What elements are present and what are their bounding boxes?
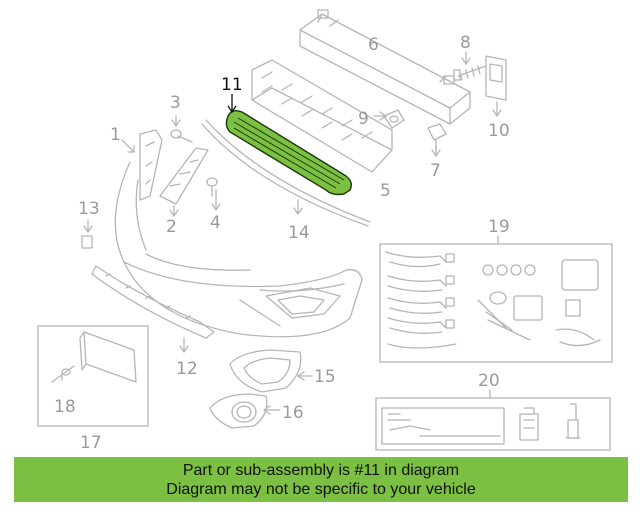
callout-18: 18 — [54, 397, 76, 417]
part-6-reinforcement-bar[interactable] — [299, 9, 471, 125]
part-19-box[interactable] — [379, 235, 613, 363]
callout-4: 4 — [210, 213, 221, 233]
part-11-upper-grille[interactable] — [225, 94, 353, 196]
part-17-box[interactable] — [37, 325, 149, 427]
part-2-bracket[interactable] — [159, 147, 209, 217]
banner-line-2: Diagram may not be specific to your vehi… — [166, 480, 476, 498]
part-10-label-plate[interactable] — [485, 55, 507, 117]
part-5-absorber[interactable] — [251, 59, 393, 173]
part-16-fog-lamp[interactable] — [209, 393, 281, 429]
part-7-bolt[interactable] — [427, 123, 447, 157]
bumper-cover[interactable] — [114, 161, 363, 338]
callout-10: 10 — [488, 121, 510, 141]
part-9-nut[interactable] — [373, 109, 405, 129]
part-4-clip[interactable] — [206, 177, 221, 211]
callout-20: 20 — [478, 371, 500, 391]
part-15-fog-bezel[interactable] — [229, 349, 313, 393]
callout-12: 12 — [176, 359, 198, 379]
callout-1: 1 — [110, 125, 121, 145]
callout-11: 11 — [221, 75, 243, 95]
callout-7: 7 — [430, 161, 441, 181]
part-1-bracket[interactable] — [121, 129, 163, 201]
part-20-box[interactable] — [375, 389, 611, 451]
callout-17: 17 — [80, 433, 102, 453]
part-13-clip[interactable] — [81, 219, 93, 249]
part-3-bolt[interactable] — [170, 115, 193, 143]
callout-13: 13 — [78, 199, 100, 219]
callout-14: 14 — [288, 223, 310, 243]
callout-15: 15 — [314, 367, 336, 387]
callout-5: 5 — [380, 181, 391, 201]
callout-6: 6 — [368, 35, 379, 55]
part-14-molding[interactable] — [201, 119, 371, 227]
part-12-lower-strip[interactable] — [91, 265, 215, 353]
part-8-bolt[interactable] — [453, 51, 487, 81]
callout-19: 19 — [488, 217, 510, 237]
callout-2: 2 — [166, 217, 177, 237]
parts-diagram: 1 2 3 4 5 6 7 8 9 10 11 12 13 14 15 16 1… — [37, 9, 613, 453]
info-banner: Part or sub-assembly is #11 in diagram D… — [14, 457, 628, 502]
callout-3: 3 — [170, 93, 181, 113]
callout-16: 16 — [282, 403, 304, 423]
banner-line-1: Part or sub-assembly is #11 in diagram — [182, 461, 460, 479]
callout-8: 8 — [460, 33, 471, 53]
callout-9: 9 — [358, 109, 369, 129]
